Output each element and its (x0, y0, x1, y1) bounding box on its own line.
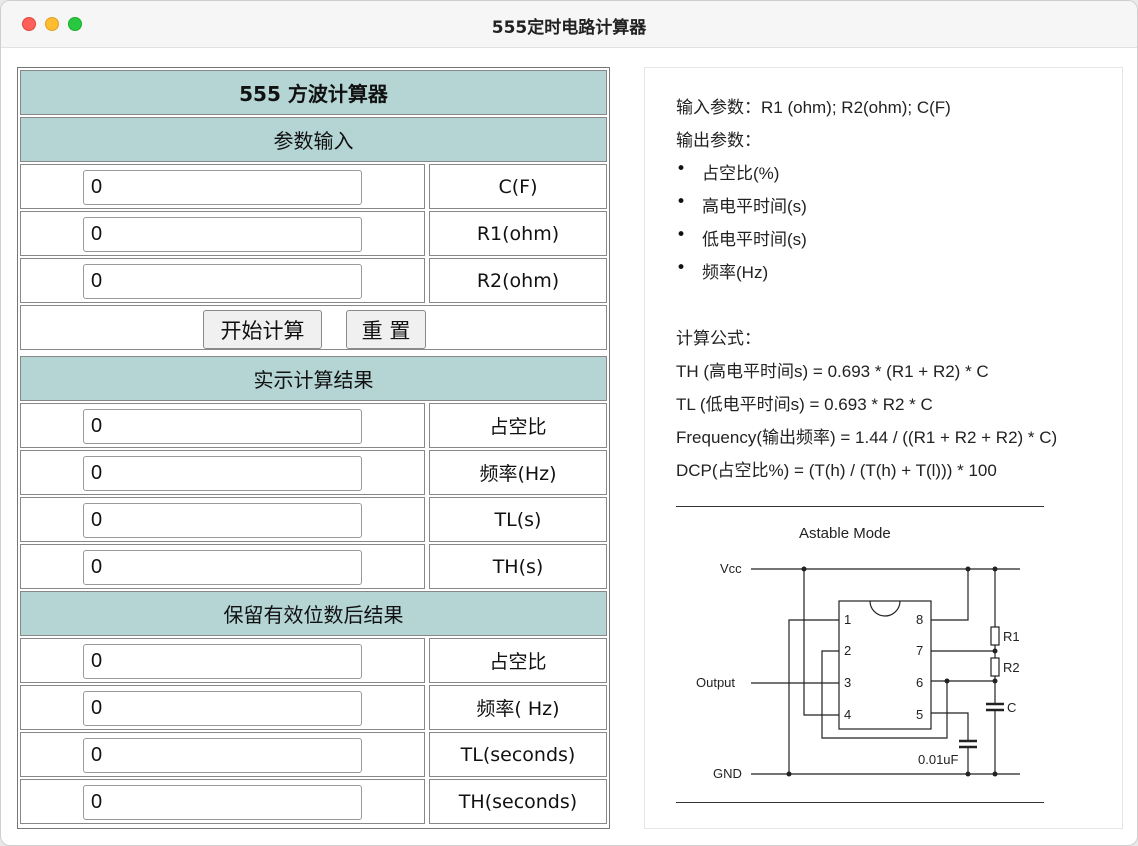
bullet-icon: • (676, 258, 687, 278)
input-row-r1: R1(ohm) (20, 211, 607, 256)
pin-4-label: 4 (844, 707, 851, 722)
r2-label: R2(ohm) (429, 258, 607, 303)
minimize-button[interactable] (45, 17, 59, 31)
input-row-r2: R2(ohm) (20, 258, 607, 303)
rounded-th-label: TH(seconds) (429, 779, 607, 824)
formula-tl: TL (低电平时间s) = 0.693 * R2 * C (676, 395, 933, 414)
tl-label: TL(s) (429, 497, 607, 542)
output-item: 频率(Hz) (702, 263, 769, 282)
output-item: 占空比(%) (702, 164, 780, 183)
result-row-th: TH(s) (20, 544, 607, 589)
rounded-section-header: 保留有效位数后结果 (20, 591, 607, 636)
output-params-text: 输出参数： (676, 131, 761, 150)
input-row-c: C(F) (20, 164, 607, 209)
bullet-icon: • (676, 159, 687, 179)
rounded-freq-label: 频率( Hz) (429, 685, 607, 730)
bullet-icon: • (676, 192, 687, 212)
c-diagram-label: C (1007, 700, 1016, 715)
rounded-duty-output[interactable] (83, 644, 362, 679)
duty-output[interactable] (83, 409, 362, 444)
title-bar: 555定时电路计算器 (1, 1, 1137, 48)
maximize-button[interactable] (68, 17, 82, 31)
pin-5-label: 5 (916, 707, 923, 722)
vcc-label: Vcc (720, 561, 742, 576)
rounded-th-output[interactable] (83, 785, 362, 820)
duty-label: 占空比 (429, 403, 607, 448)
th-label: TH(s) (429, 544, 607, 589)
bullet-icon: • (676, 225, 687, 245)
r1-label: R1(ohm) (429, 211, 607, 256)
result-row-tl: TL(s) (20, 497, 607, 542)
divider (676, 506, 1044, 507)
rounded-row-th: TH(seconds) (20, 779, 607, 824)
astable-circuit-diagram: Astable Mode Vcc Output GND 1 2 3 4 5 6 … (696, 525, 1020, 781)
result-row-freq: 频率(Hz) (20, 450, 607, 495)
rounded-duty-label: 占空比 (429, 638, 607, 683)
rounded-freq-output[interactable] (83, 691, 362, 726)
input-params-text: 输入参数：R1 (ohm); R2(ohm); C(F) (676, 98, 951, 117)
rounded-row-freq: 频率( Hz) (20, 685, 607, 730)
formula-title: 计算公式： (676, 329, 761, 348)
pin-8-label: 8 (916, 612, 923, 627)
formula-th: TH (高电平时间s) = 0.693 * (R1 + R2) * C (676, 362, 989, 381)
tl-output[interactable] (83, 503, 362, 538)
calculator-table: 555 方波计算器 参数输入 C(F) R1(ohm) R2(ohm) 开始计算… (17, 67, 610, 829)
pin-6-label: 6 (916, 675, 923, 690)
close-button[interactable] (22, 17, 36, 31)
rounded-row-duty: 占空比 (20, 638, 607, 683)
c-label: C(F) (429, 164, 607, 209)
window-title: 555定时电路计算器 (491, 18, 647, 38)
small-cap-label: 0.01uF (918, 752, 959, 767)
gnd-label: GND (713, 766, 742, 781)
r1-diagram-label: R1 (1003, 629, 1020, 644)
output-item: 高电平时间(s) (702, 197, 807, 216)
th-output[interactable] (83, 550, 362, 585)
freq-output[interactable] (83, 456, 362, 491)
pin-7-label: 7 (916, 643, 923, 658)
rounded-row-tl: TL(seconds) (20, 732, 607, 777)
pin-1-label: 1 (844, 612, 851, 627)
c-input[interactable] (83, 170, 362, 205)
pin-3-label: 3 (844, 675, 851, 690)
output-item: 低电平时间(s) (702, 230, 807, 249)
r2-diagram-label: R2 (1003, 660, 1020, 675)
formula-duty-cycle: DCP(占空比%) = (T(h) / (T(h) + T(l))) * 100 (676, 461, 997, 480)
formula-frequency: Frequency(输出频率) = 1.44 / ((R1 + R2 + R2)… (676, 428, 1058, 447)
r2-input[interactable] (83, 264, 362, 299)
calculate-button[interactable]: 开始计算 (203, 310, 322, 349)
diagram-title: Astable Mode (799, 525, 891, 542)
input-section-header: 参数输入 (20, 117, 607, 162)
reset-button[interactable]: 重 置 (346, 310, 426, 349)
button-row: 开始计算 重 置 (20, 305, 607, 350)
rounded-tl-label: TL(seconds) (429, 732, 607, 777)
calculator-title: 555 方波计算器 (20, 70, 607, 115)
output-label: Output (696, 675, 735, 690)
info-panel: 输入参数：R1 (ohm); R2(ohm); C(F) 输出参数： • 占空比… (644, 67, 1123, 829)
r1-input[interactable] (83, 217, 362, 252)
pin-2-label: 2 (844, 643, 851, 658)
freq-label: 频率(Hz) (429, 450, 607, 495)
divider (676, 802, 1044, 803)
rounded-tl-output[interactable] (83, 738, 362, 773)
result-row-duty: 占空比 (20, 403, 607, 448)
realtime-section-header: 实示计算结果 (20, 356, 607, 401)
